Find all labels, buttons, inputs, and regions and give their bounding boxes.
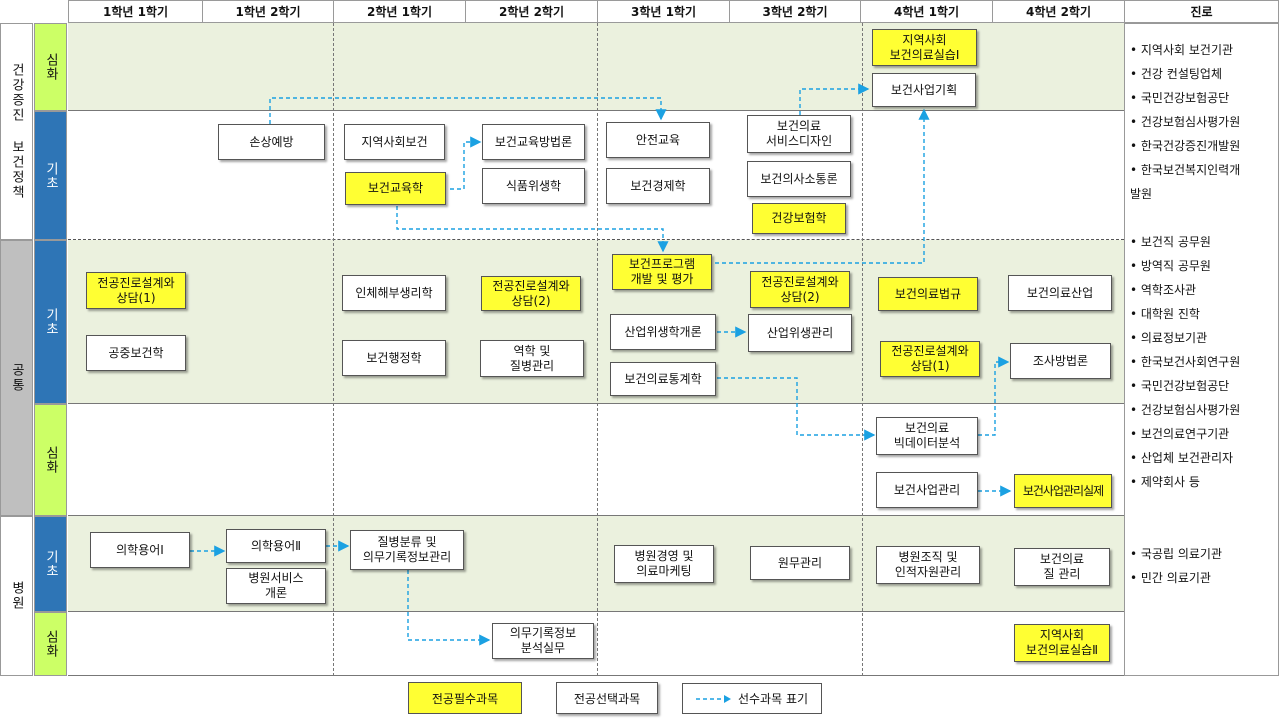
career-item: • 건강 컨설팅업체 bbox=[1130, 67, 1222, 81]
career-item: • 방역직 공무원 bbox=[1130, 259, 1211, 273]
course-box: 보건사업관리 bbox=[876, 472, 978, 508]
course-box-required: 전공진로설계와 상담(1) bbox=[880, 341, 980, 377]
course-box-required: 전공진로설계와 상담(2) bbox=[750, 271, 850, 308]
level-hospital-basic: 기초 bbox=[34, 516, 67, 612]
course-box: 인체해부생리학 bbox=[342, 275, 446, 311]
course-box: 역학 및 질병관리 bbox=[480, 340, 584, 377]
legend-required: 전공필수과목 bbox=[408, 682, 522, 714]
course-box: 식품위생학 bbox=[482, 168, 585, 204]
arrow-tonggye-bigdata bbox=[717, 377, 876, 441]
header-sem-1: 1학년 1학기 bbox=[68, 0, 203, 23]
course-box: 병원조직 및 인적자원관리 bbox=[876, 546, 980, 584]
career-item: • 건강보험심사평가원 bbox=[1130, 403, 1241, 417]
course-box: 조사방법론 bbox=[1010, 343, 1111, 379]
career-item: • 국민건강보험공단 bbox=[1130, 91, 1230, 105]
header-sem-2: 1학년 2학기 bbox=[202, 0, 334, 23]
legend-prereq-label: 선수과목 표기 bbox=[737, 692, 809, 706]
career-item: • 한국보건사회연구원 bbox=[1130, 355, 1241, 369]
course-box: 질병분류 및 의무기록정보관리 bbox=[350, 530, 464, 570]
level-common-basic: 기초 bbox=[34, 240, 67, 404]
course-box-required: 보건프로그램 개발 및 평가 bbox=[612, 254, 712, 290]
header-sem-6: 3학년 2학기 bbox=[729, 0, 861, 23]
course-box: 보건의료산업 bbox=[1008, 275, 1112, 311]
course-box: 보건경제학 bbox=[606, 168, 710, 204]
course-box: 보건의료 서비스디자인 bbox=[747, 115, 851, 153]
career-item: • 의료정보기관 bbox=[1130, 331, 1208, 345]
career-item: • 민간 의료기관 bbox=[1130, 571, 1211, 585]
course-box-required: 전공진로설계와 상담(1) bbox=[86, 272, 186, 309]
course-box: 지역사회보건 bbox=[344, 124, 445, 160]
course-box-required: 보건사업관리실제 bbox=[1014, 474, 1112, 508]
band-hospital-advanced bbox=[68, 612, 1124, 676]
legend-prereq: 선수과목 표기 bbox=[682, 683, 822, 714]
course-box: 원무관리 bbox=[750, 546, 850, 580]
career-item: • 제약회사 등 bbox=[1130, 475, 1200, 489]
level-hospital-advanced: 심화 bbox=[34, 612, 67, 676]
header-sem-4: 2학년 2학기 bbox=[465, 0, 598, 23]
course-box: 의무기록정보 분석실무 bbox=[492, 623, 594, 659]
level-common-advanced: 심화 bbox=[34, 404, 67, 516]
header-sem-8: 4학년 2학기 bbox=[992, 0, 1125, 23]
career-column bbox=[1124, 23, 1279, 676]
career-item: • 한국보건복지인력개 발원 bbox=[1130, 163, 1241, 201]
course-box: 병원경영 및 의료마케팅 bbox=[614, 545, 714, 583]
career-item: • 산업체 보건관리자 bbox=[1130, 451, 1234, 465]
header-career: 진로 bbox=[1124, 0, 1279, 23]
career-item: • 국민건강보험공단 bbox=[1130, 379, 1230, 393]
course-box: 보건의료통계학 bbox=[610, 362, 716, 396]
course-box-required: 보건의료법규 bbox=[878, 277, 978, 311]
dashed-arrow-icon bbox=[695, 694, 731, 703]
level-health-advanced: 심화 bbox=[34, 23, 67, 111]
career-item: • 대학원 진학 bbox=[1130, 307, 1200, 321]
year-divider-2 bbox=[597, 23, 598, 676]
career-item: • 보건의료연구기관 bbox=[1130, 427, 1230, 441]
arrow-sonsang-anjeon bbox=[269, 97, 667, 124]
arrow-program-gihoek bbox=[715, 108, 930, 264]
career-item: • 보건직 공무원 bbox=[1130, 235, 1211, 249]
arrow-gyoyuk-bangbeop bbox=[450, 136, 482, 190]
course-box: 보건사업기획 bbox=[872, 73, 976, 107]
career-item: • 건강보험심사평가원 bbox=[1130, 115, 1241, 129]
header-sem-3: 2학년 1학기 bbox=[333, 0, 466, 23]
legend-elective: 전공선택과목 bbox=[556, 682, 658, 714]
course-box: 보건행정학 bbox=[342, 340, 446, 376]
course-box: 보건의사소통론 bbox=[747, 161, 851, 197]
course-box: 병원서비스 개론 bbox=[226, 568, 326, 604]
career-item: • 국공립 의료기관 bbox=[1130, 547, 1222, 561]
header-sem-5: 3학년 1학기 bbox=[597, 0, 730, 23]
career-item: • 지역사회 보건기관 bbox=[1130, 43, 1234, 57]
course-box: 의학용어Ⅰ bbox=[90, 532, 190, 568]
course-box-required: 보건교육학 bbox=[345, 172, 446, 205]
course-box-required: 지역사회 보건의료실습Ⅰ bbox=[872, 29, 977, 66]
arrow-jilbyeong-uimugirok bbox=[407, 570, 491, 646]
course-box-required: 건강보험학 bbox=[752, 203, 846, 234]
career-list-common: • 보건직 공무원 • 방역직 공무원 • 역학조사관 • 대학원 진학 • 의… bbox=[1130, 230, 1240, 494]
course-box: 손상예방 bbox=[218, 124, 325, 160]
track-health: 건강증진 보건정책 bbox=[0, 23, 33, 240]
arrow-bigdata-josa bbox=[978, 356, 1010, 436]
course-box: 보건의료 빅데이터분석 bbox=[876, 417, 978, 455]
career-list-hospital: • 국공립 의료기관 • 민간 의료기관 bbox=[1130, 542, 1222, 590]
track-common: 공통 bbox=[0, 240, 33, 516]
course-box: 공중보건학 bbox=[86, 335, 186, 371]
year-divider-3 bbox=[862, 23, 863, 676]
level-health-basic: 기초 bbox=[34, 111, 67, 240]
course-box: 산업위생관리 bbox=[748, 314, 852, 352]
course-box: 의학용어Ⅱ bbox=[226, 529, 326, 563]
course-box-required: 지역사회 보건의료실습Ⅱ bbox=[1014, 624, 1110, 662]
course-box-required: 전공진로설계와 상담(2) bbox=[481, 276, 581, 311]
arrow-service-gihoek bbox=[799, 83, 870, 115]
career-list-health: • 지역사회 보건기관 • 건강 컨설팅업체 • 국민건강보험공단 • 건강보험… bbox=[1130, 38, 1240, 206]
track-hospital: 병원 bbox=[0, 516, 33, 676]
course-box: 보건의료 질 관리 bbox=[1014, 548, 1110, 586]
course-box: 안전교육 bbox=[606, 122, 710, 158]
arrow-gyoyuk-program bbox=[396, 206, 669, 253]
career-item: • 역학조사관 bbox=[1130, 283, 1197, 297]
year-divider-1 bbox=[333, 23, 334, 676]
course-box: 보건교육방법론 bbox=[482, 124, 585, 160]
course-box: 산업위생학개론 bbox=[610, 314, 716, 350]
career-item: • 한국건강증진개발원 bbox=[1130, 139, 1241, 153]
